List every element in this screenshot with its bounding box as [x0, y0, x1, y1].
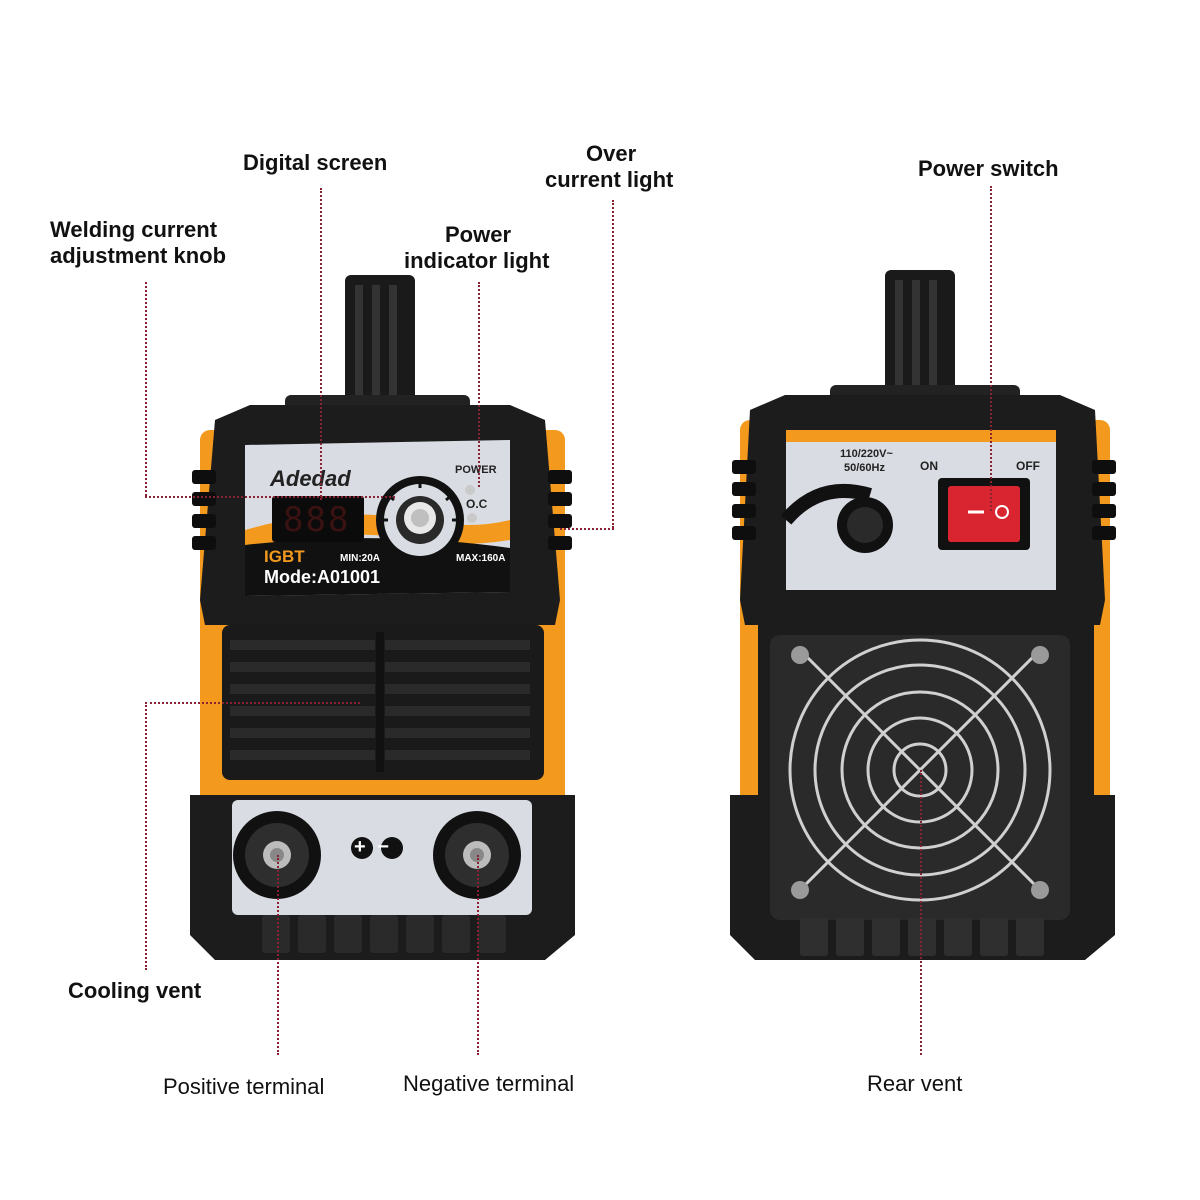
- leader-over-current-h: [560, 528, 614, 530]
- leader-cooling-vent-h: [145, 702, 360, 704]
- oc-label: O.C: [466, 497, 488, 511]
- label-over-current-line1: Over: [586, 141, 637, 166]
- leader-power-indicator: [478, 282, 480, 487]
- leader-welding-knob-h: [145, 496, 395, 498]
- label-negative-terminal: Negative terminal: [403, 1071, 575, 1096]
- igbt-label: IGBT: [264, 547, 305, 566]
- label-power-switch: Power switch: [918, 156, 1059, 181]
- power-label: POWER: [455, 464, 497, 476]
- leader-cooling-vent: [145, 702, 147, 970]
- leader-welding-knob: [145, 282, 147, 496]
- voltage-label: 110/220V~: [840, 448, 893, 460]
- leader-over-current: [612, 200, 614, 528]
- leader-positive-terminal: [277, 855, 279, 1055]
- label-welding-knob-line1: Welding current: [50, 217, 218, 242]
- label-power-indicator-line1: Power: [445, 222, 512, 247]
- leader-power-switch: [990, 186, 992, 511]
- leader-rear-vent: [920, 770, 922, 1055]
- leader-digital-screen: [320, 188, 322, 500]
- on-label: ON: [920, 459, 938, 473]
- min-current-label: MIN:20A: [340, 553, 381, 564]
- leader-negative-terminal: [477, 855, 479, 1055]
- label-rear-vent: Rear vent: [867, 1071, 963, 1096]
- label-digital-screen: Digital screen: [243, 150, 388, 175]
- label-cooling-vent: Cooling vent: [68, 978, 202, 1003]
- brand-logo: Adedad: [270, 466, 351, 491]
- digital-display: 888: [283, 500, 351, 540]
- model-label: Mode:A01001: [264, 567, 381, 587]
- label-over-current-line2: current light: [545, 167, 674, 192]
- rear-welder: [730, 270, 1116, 960]
- label-power-indicator-line2: indicator light: [404, 248, 550, 273]
- polarity-symbols: + −: [354, 836, 392, 858]
- frequency-label: 50/60Hz: [844, 462, 885, 474]
- label-welding-knob-line2: adjustment knob: [50, 243, 227, 268]
- off-label: OFF: [1016, 459, 1040, 473]
- label-positive-terminal: Positive terminal: [163, 1074, 325, 1099]
- max-current-label: MAX:160A: [456, 553, 506, 564]
